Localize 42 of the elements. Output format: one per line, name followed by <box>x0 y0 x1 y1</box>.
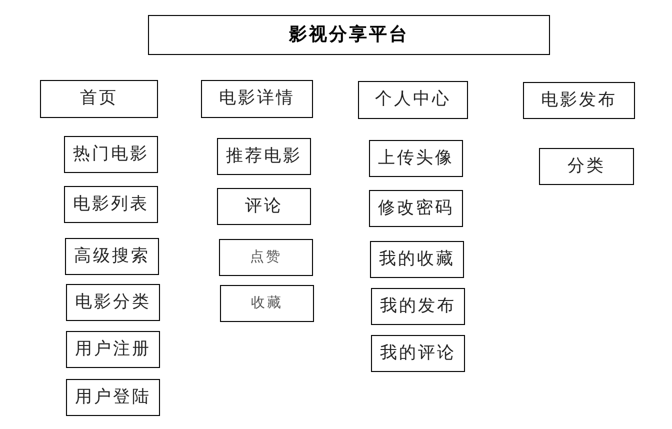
module-box <box>371 335 465 372</box>
module-box <box>370 241 464 278</box>
module-box <box>66 284 160 321</box>
module-label: 点赞 <box>250 248 282 266</box>
title-text: 影视分享平台 <box>289 24 409 46</box>
module-label: 分类 <box>568 156 606 178</box>
module-label: 电影列表 <box>73 194 149 216</box>
module-label: 电影发布 <box>541 90 617 112</box>
module-box <box>64 186 158 223</box>
module-box <box>40 80 158 118</box>
module-box <box>371 288 465 325</box>
module-box <box>358 81 468 119</box>
module-label: 个人中心 <box>375 89 451 111</box>
module-box <box>369 140 463 177</box>
module-box <box>539 148 634 185</box>
module-box <box>66 379 160 416</box>
module-box <box>220 285 314 322</box>
module-box <box>369 190 463 227</box>
module-label: 热门电影 <box>73 144 149 166</box>
module-box <box>217 188 311 225</box>
module-box <box>201 80 313 118</box>
module-label: 高级搜索 <box>74 246 150 268</box>
module-label: 用户登陆 <box>75 386 151 408</box>
module-box <box>64 136 158 173</box>
module-label: 评论 <box>245 196 283 218</box>
module-label: 修改密码 <box>378 198 454 220</box>
module-label: 推荐电影 <box>226 146 302 168</box>
module-box <box>219 239 313 276</box>
module-label: 我的发布 <box>380 296 456 318</box>
module-label: 收藏 <box>251 294 283 312</box>
module-label: 首页 <box>80 88 118 110</box>
module-box <box>523 82 635 119</box>
title-box <box>148 15 550 55</box>
module-box <box>217 138 311 175</box>
module-label: 我的收藏 <box>379 248 455 270</box>
module-box <box>66 331 160 368</box>
module-label: 电影详情 <box>219 88 295 110</box>
module-label: 电影分类 <box>75 292 151 314</box>
module-label: 我的评论 <box>380 342 456 364</box>
module-box <box>65 238 159 275</box>
module-label: 用户注册 <box>75 338 151 360</box>
module-label: 上传头像 <box>378 148 454 170</box>
